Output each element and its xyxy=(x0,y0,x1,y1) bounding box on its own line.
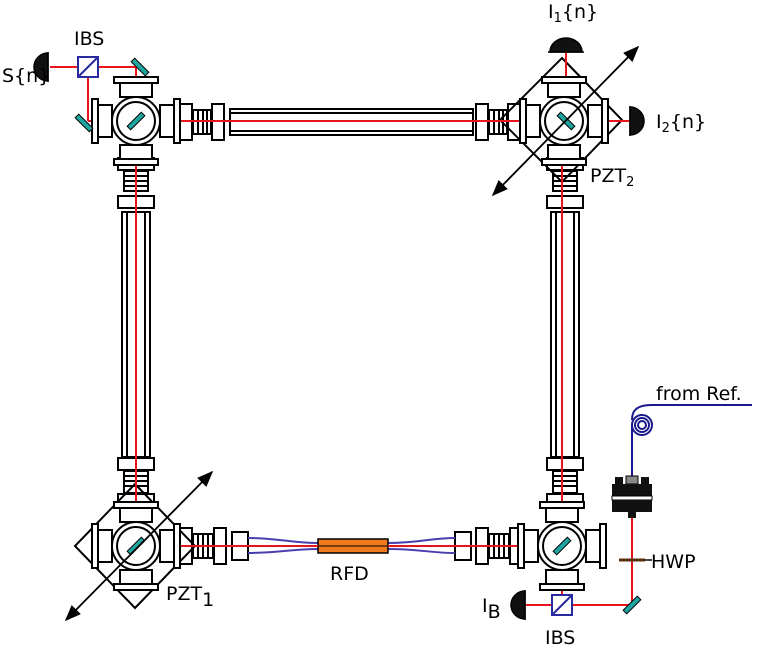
fiber-link xyxy=(247,537,456,554)
label-rfd: RFD xyxy=(330,563,369,585)
beam-splitters xyxy=(77,56,573,616)
cross-bottom-right xyxy=(517,501,607,591)
label-hwp: HWP xyxy=(651,551,696,573)
label-i2: I2{n} xyxy=(656,111,706,136)
vacuum-crosses xyxy=(91,76,609,591)
pzt-arrows xyxy=(64,45,640,622)
label-pzt1: PZT1 xyxy=(166,583,214,611)
label-from-ref: from Ref. xyxy=(656,383,742,405)
label-i1: I1{n} xyxy=(548,1,598,26)
right-tube xyxy=(550,211,580,458)
label-s-n: S{n} xyxy=(2,65,50,87)
label-ibs-bottom: IBS xyxy=(545,627,575,649)
fiber-input xyxy=(631,404,752,476)
flanges xyxy=(117,103,584,565)
label-pzt2: PZT2 xyxy=(590,165,634,190)
label-ibs-top: IBS xyxy=(74,28,104,50)
fiber-collimator xyxy=(611,475,653,518)
label-ib: IB xyxy=(482,595,501,623)
